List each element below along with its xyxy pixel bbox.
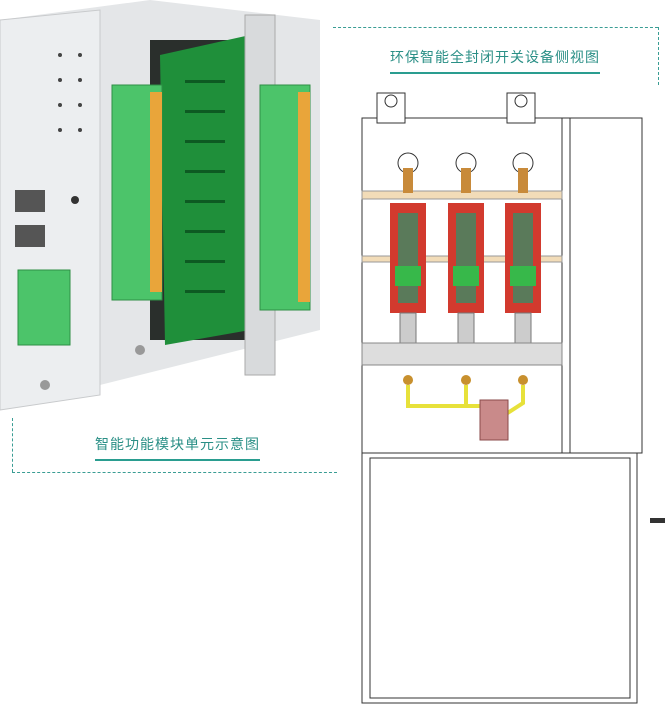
frame-left-border	[12, 418, 13, 472]
module-unit-caption: 智能功能模块单元示意图	[95, 434, 260, 461]
frame-right-border	[658, 27, 659, 85]
frame-bottom-border	[12, 472, 337, 473]
module-unit-image	[0, 0, 320, 411]
switchgear-side-view-caption: 环保智能全封闭开关设备侧视图	[390, 47, 600, 74]
frame-top-border	[333, 27, 658, 28]
switchgear-side-view-image	[361, 92, 665, 704]
